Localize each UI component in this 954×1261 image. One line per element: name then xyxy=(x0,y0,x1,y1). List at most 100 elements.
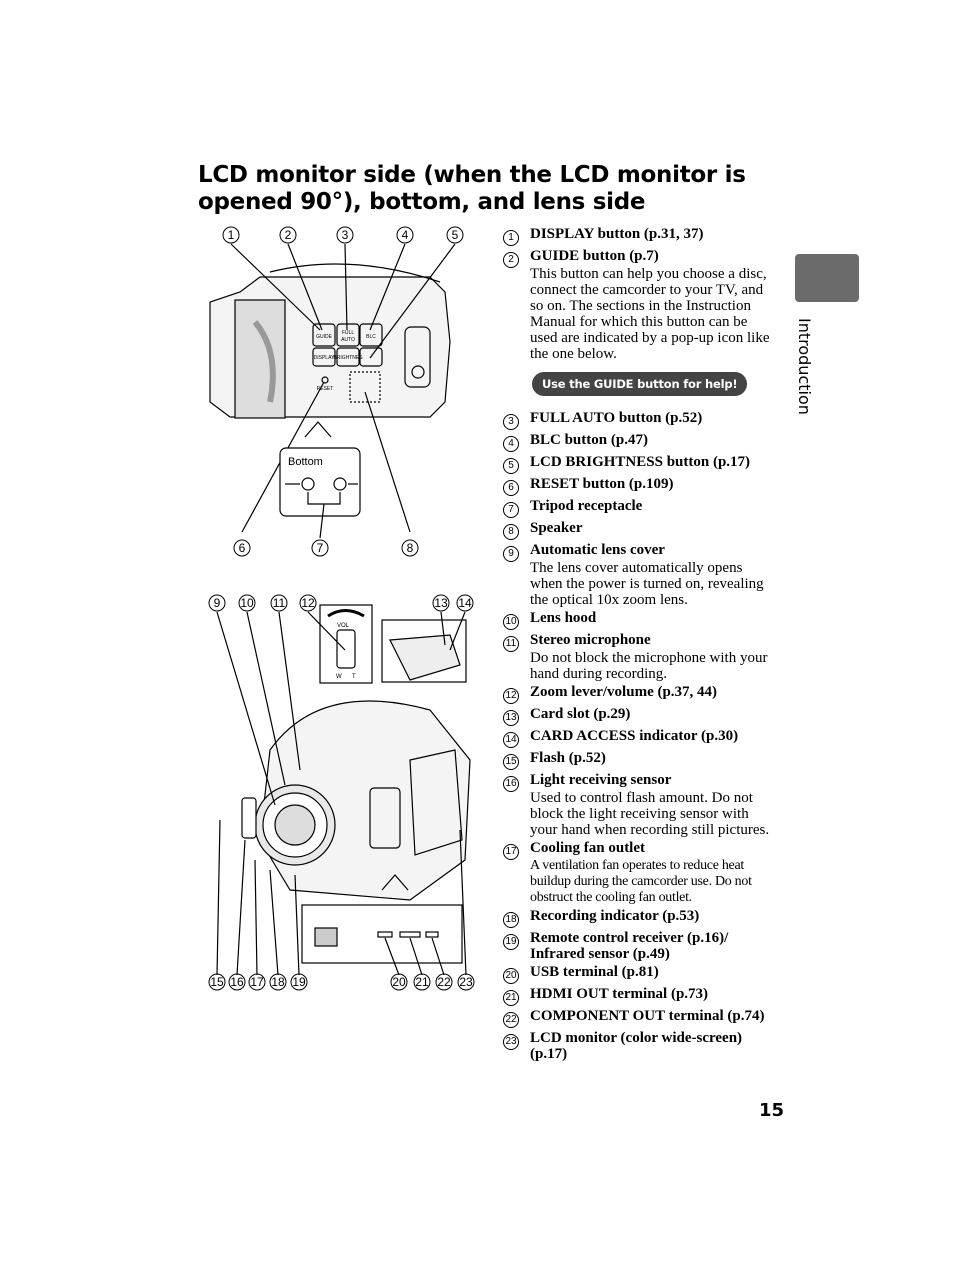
item-number: 7 xyxy=(503,502,519,518)
item-label: RESET button (p.109) xyxy=(530,476,674,492)
callout-3: 3 xyxy=(342,228,349,242)
item-label: Zoom lever/volume (p.37, 44) xyxy=(530,684,718,700)
item-number: 22 xyxy=(503,1012,519,1028)
lcd-side-figure: 1 2 3 4 5 6 7 8 GUIDE FULL AUTO BLC DISP… xyxy=(209,226,464,557)
callout-16: 16 xyxy=(230,975,244,989)
item-number: 23 xyxy=(503,1034,519,1050)
auto-label: AUTO xyxy=(341,337,355,343)
item-number: 16 xyxy=(503,776,519,792)
full-label: FULL xyxy=(342,330,354,336)
item-number: 15 xyxy=(503,754,519,770)
parts-list: 1 DISPLAY button (p.31, 37) 2 GUIDE button … xyxy=(503,226,775,1064)
callout-23: 23 xyxy=(459,975,473,989)
callout-5: 5 xyxy=(452,228,459,242)
item-number: 1 xyxy=(503,230,519,246)
callout-12: 12 xyxy=(301,596,315,610)
item-label: Lens hood xyxy=(530,610,597,626)
item-label: COMPONENT OUT terminal (p.74) xyxy=(530,1008,765,1024)
callout-15: 15 xyxy=(210,975,224,989)
list-item: 6 RESET button (p.109) xyxy=(503,476,775,496)
item-number: 6 xyxy=(503,480,519,496)
item-number: 2 xyxy=(503,252,519,268)
list-item: 15 Flash (p.52) xyxy=(503,750,775,770)
item-label: CARD ACCESS indicator (p.30) xyxy=(530,728,739,744)
item-number: 5 xyxy=(503,458,519,474)
item-label: LCD monitor (color wide-screen) (p.17) xyxy=(530,1030,743,1062)
item-label: DISPLAY button (p.31, 37) xyxy=(530,226,704,242)
item-label: LCD BRIGHTNESS button (p.17) xyxy=(530,454,751,470)
item-description: The lens cover automatically opens when … xyxy=(530,560,764,608)
callout-21: 21 xyxy=(415,975,429,989)
list-item: 14 CARD ACCESS indicator (p.30) xyxy=(503,728,775,748)
list-item: 4 BLC button (p.47) xyxy=(503,432,775,452)
list-item: 22 COMPONENT OUT terminal (p.74) xyxy=(503,1008,775,1028)
page-number: 15 xyxy=(759,1100,785,1121)
callout-22: 22 xyxy=(437,975,451,989)
item-label: FULL AUTO button (p.52) xyxy=(530,410,703,426)
display-label: DISPLAY xyxy=(314,355,335,361)
callout-20: 20 xyxy=(392,975,406,989)
item-description: Used to control flash amount. Do not blo… xyxy=(530,790,770,838)
item-label: USB terminal (p.81) xyxy=(530,964,659,980)
item-description: A ventilation fan operates to reduce hea… xyxy=(530,858,752,905)
callout-6: 6 xyxy=(239,541,246,555)
item-number: 9 xyxy=(503,546,519,562)
item-number: 8 xyxy=(503,524,519,540)
item-label: GUIDE button (p.7) xyxy=(530,248,659,264)
item-label: Stereo microphone xyxy=(530,632,651,648)
guide-help-badge: Use the GUIDE button for help! xyxy=(532,372,748,396)
item-description: Do not block the microphone with your ha… xyxy=(530,650,768,682)
list-item: 7 Tripod receptacle xyxy=(503,498,775,518)
item-label: Automatic lens cover xyxy=(530,542,665,558)
item-number: 11 xyxy=(503,636,519,652)
w-label: W xyxy=(336,674,342,680)
item-number: 19 xyxy=(503,934,519,950)
section-label: Introduction xyxy=(795,318,814,415)
callout-9: 9 xyxy=(214,596,221,610)
list-item: 1 DISPLAY button (p.31, 37) xyxy=(503,226,775,246)
item-label: Speaker xyxy=(530,520,583,536)
callout-19: 19 xyxy=(292,975,306,989)
item-label: Card slot (p.29) xyxy=(530,706,631,722)
list-item: 11 Stereo microphone Do not block the micr… xyxy=(503,632,775,682)
callout-13: 13 xyxy=(434,596,448,610)
item-number: 18 xyxy=(503,912,519,928)
item-description: This button can help you choose a disc, … xyxy=(530,266,770,362)
brightness-label: BRIGHTNES xyxy=(333,355,363,361)
list-item: 2 GUIDE button (p.7) This button can help … xyxy=(503,248,775,408)
callout-18: 18 xyxy=(271,975,285,989)
page-title: LCD monitor side (when the LCD monitor i… xyxy=(198,162,746,215)
item-label: BLC button (p.47) xyxy=(530,432,648,448)
list-item: 20 USB terminal (p.81) xyxy=(503,964,775,984)
item-label: HDMI OUT terminal (p.73) xyxy=(530,986,709,1002)
callout-7: 7 xyxy=(317,541,324,555)
lens-side-figure: 9 10 11 12 13 14 15 16 17 18 19 20 21 22… xyxy=(208,594,475,991)
callout-14: 14 xyxy=(458,596,472,610)
bottom-label: Bottom xyxy=(288,456,323,468)
callout-8: 8 xyxy=(407,541,414,555)
item-label: Flash (p.52) xyxy=(530,750,606,766)
guide-label: GUIDE xyxy=(316,334,333,340)
item-number: 4 xyxy=(503,436,519,452)
callout-2: 2 xyxy=(285,228,292,242)
item-number: 20 xyxy=(503,968,519,984)
item-number: 13 xyxy=(503,710,519,726)
item-label: Light receiving sensor xyxy=(530,772,672,788)
item-number: 3 xyxy=(503,414,519,430)
list-item: 8 Speaker xyxy=(503,520,775,540)
section-tab xyxy=(795,254,859,302)
callout-10: 10 xyxy=(240,596,254,610)
item-label: Tripod receptacle xyxy=(530,498,643,514)
list-item: 18 Recording indicator (p.53) xyxy=(503,908,775,928)
item-number: 14 xyxy=(503,732,519,748)
callout-17: 17 xyxy=(250,975,264,989)
reset-label: RESET xyxy=(317,386,334,392)
item-label: Recording indicator (p.53) xyxy=(530,908,700,924)
vol-label: VOL xyxy=(337,623,350,629)
